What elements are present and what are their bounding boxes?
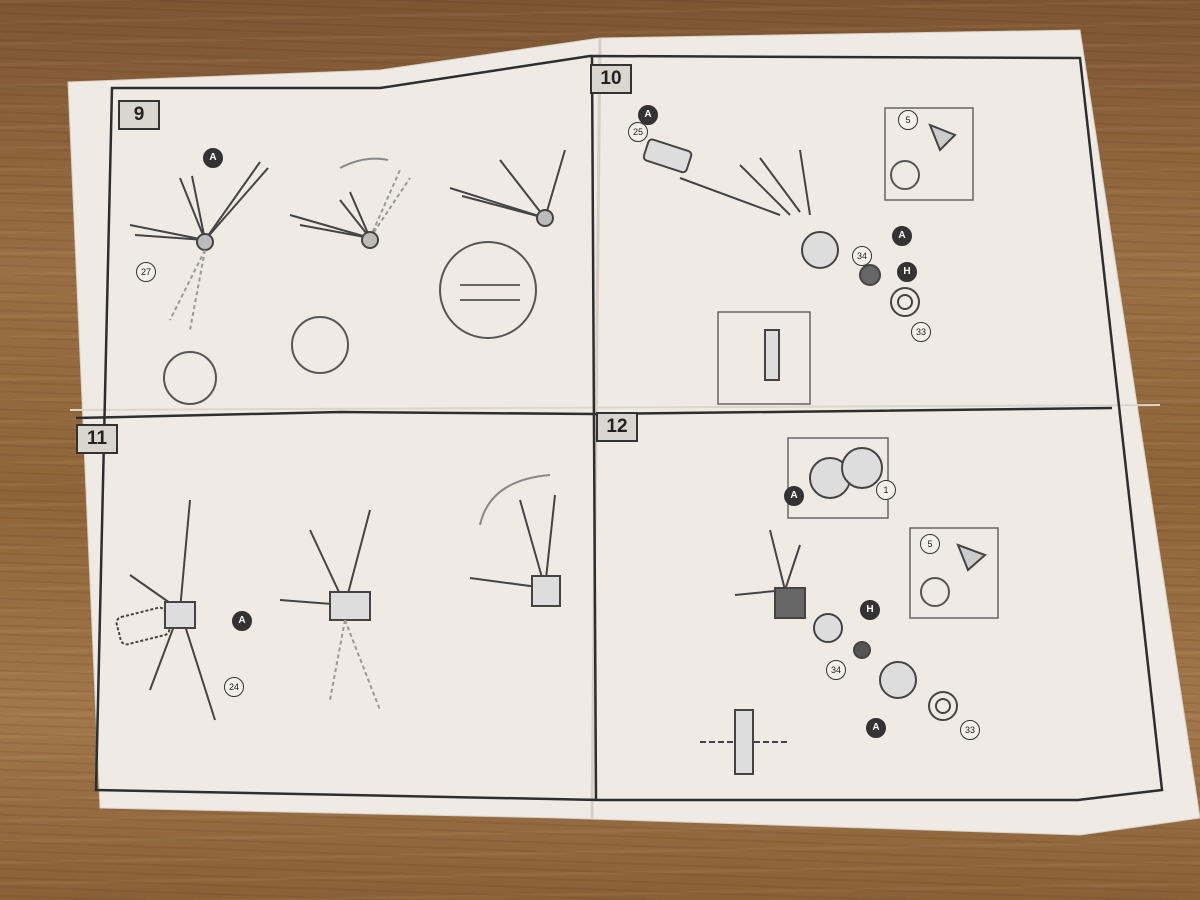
part-label-34: 34 <box>826 660 846 680</box>
outer-frame <box>94 54 1164 802</box>
vertical-divider <box>590 55 598 801</box>
part-label-34: 34 <box>852 246 872 266</box>
step-number-11: 11 <box>76 424 118 454</box>
part-label-a: A <box>892 226 912 246</box>
step11-tool-2 <box>279 509 381 711</box>
step11-tool-1 <box>115 499 216 721</box>
part-label-a: A <box>232 611 252 631</box>
step9-tool-folding-1 <box>129 161 269 405</box>
part-label-24: 24 <box>224 677 244 697</box>
part-label-a: A <box>784 486 804 506</box>
horizontal-divider <box>75 406 1113 420</box>
part-label-5: 5 <box>898 110 918 130</box>
step-number-12: 12 <box>596 412 638 442</box>
part-label-33: 33 <box>960 720 980 740</box>
step9-tool-folding-2 <box>289 157 411 374</box>
part-label-27: 27 <box>136 262 156 282</box>
step-number-10: 10 <box>590 64 632 94</box>
step-number-9: 9 <box>118 100 160 130</box>
part-label-25: 25 <box>628 122 648 142</box>
part-label-33: 33 <box>911 322 931 342</box>
step10-tool <box>642 107 974 405</box>
part-label-a: A <box>203 148 223 168</box>
step11-tool-3 <box>469 474 561 607</box>
part-label-h: H <box>860 600 880 620</box>
part-label-a: A <box>638 105 658 125</box>
step9-tool-folding-3 <box>439 149 566 339</box>
step12-assembly <box>700 437 999 775</box>
part-label-1: 1 <box>876 480 896 500</box>
part-label-h: H <box>897 262 917 282</box>
part-label-5: 5 <box>920 534 940 554</box>
part-label-a: A <box>866 718 886 738</box>
